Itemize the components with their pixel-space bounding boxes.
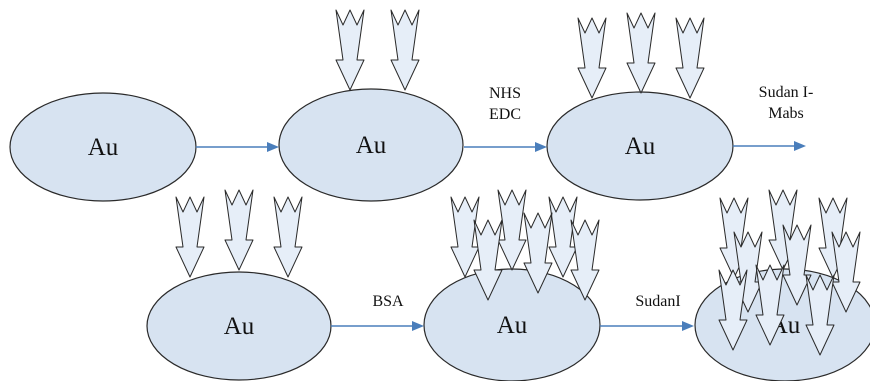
flow-arrow-3	[733, 141, 806, 151]
particle-label: Au	[88, 134, 119, 161]
antibody-arrows-group-2	[577, 12, 705, 99]
antibody-arrow-icon	[548, 196, 578, 278]
antibody-arrow-icon	[497, 189, 527, 271]
particle-label: Au	[497, 312, 528, 339]
antibody-arrow-icon	[450, 196, 480, 278]
step-label-nhs: NHS	[489, 85, 521, 102]
gold-nanoparticle-bare: Au	[9, 92, 197, 202]
flow-arrow-1	[196, 142, 279, 152]
step-label-mabs: Mabs	[768, 105, 804, 122]
antibody-arrow-icon	[390, 9, 420, 91]
step-label-bsa: BSA	[372, 293, 404, 310]
flow-arrow-2	[464, 142, 547, 152]
particle-label: Au	[356, 132, 387, 159]
antibody-arrows-group-1	[335, 9, 420, 91]
antibody-arrow-icon	[335, 9, 365, 91]
flow-arrow-4	[331, 321, 424, 331]
antibody-arrows-group-3	[175, 189, 303, 278]
antibody-arrow-icon	[224, 189, 254, 271]
antibody-arrow-icon	[626, 12, 656, 94]
antibody-arrow-icon	[675, 17, 705, 99]
step-label-sudani: SudanI	[635, 293, 680, 310]
antibody-arrow-icon	[273, 196, 303, 278]
step-label-sudan-i: Sudan I-	[759, 84, 814, 101]
gold-nanoparticle-activated: Au	[546, 91, 734, 201]
gold-nanoparticle-conjugated: Au	[146, 271, 332, 381]
particle-label: Au	[224, 313, 255, 340]
step-label-edc: EDC	[489, 106, 521, 123]
antibody-arrow-icon	[577, 17, 607, 99]
flow-arrow-5	[600, 321, 694, 331]
gold-nanoparticle-antibody-2: Au	[278, 88, 464, 202]
gold-nanoparticle-blocked: Au	[423, 268, 601, 381]
particle-label: Au	[625, 133, 656, 160]
antibody-arrow-icon	[175, 196, 205, 278]
